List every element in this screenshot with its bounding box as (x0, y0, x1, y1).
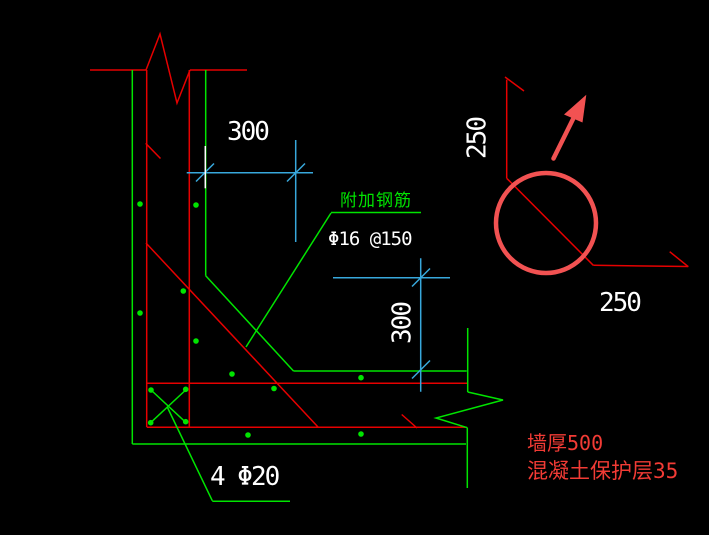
north-arrow-shaft (551, 109, 579, 161)
concrete-cover-note: 混凝土保护层35 (527, 459, 679, 483)
corner-diagonal-stub-upper (145, 142, 162, 160)
rebar-dot (182, 418, 189, 425)
detail-ref-diagonal (506, 177, 594, 266)
leader-corner-bars (166, 407, 213, 502)
dim-label-250-vertical: 250 (462, 118, 493, 159)
rebar-dot (245, 432, 251, 438)
rebar-dot (358, 374, 364, 381)
additional-corner-bar (205, 275, 295, 372)
wall-thickness-note: 墙厚500 (527, 431, 604, 455)
rebar-dot (137, 201, 143, 207)
dim-right-tick-top (411, 267, 431, 288)
rebar-dot (193, 202, 199, 208)
rebar-dot (180, 288, 187, 294)
north-arrow-head (564, 94, 587, 123)
break-line-right (433, 391, 504, 429)
rebar-dot (358, 431, 364, 437)
rebar-dot (271, 385, 277, 392)
dim-label-250-horizontal: 250 (599, 288, 642, 318)
dim-right-tick-bottom (411, 359, 431, 380)
dim-label-300-top: 300 (227, 117, 270, 147)
rebar-dot (182, 386, 189, 393)
corner-bar-spec-label: 4 Φ20 (210, 462, 280, 492)
break-line-top (145, 31, 191, 106)
leader-additional-rebar (245, 212, 332, 348)
corner-diagonal (145, 242, 319, 428)
corner-x-mark-2 (150, 389, 187, 423)
detail-circle (493, 170, 599, 276)
rebar-dot (147, 419, 154, 426)
additional-rebar-spec-label: Φ16 @150 (328, 228, 413, 250)
detail-ref-horizontal (593, 264, 689, 268)
additional-rebar-label: 附加钢筋 (340, 191, 412, 211)
corner-diagonal-stub-lower (401, 413, 418, 429)
detail-ref-tick-right (669, 251, 689, 268)
detail-ref-tick-top (504, 76, 525, 92)
rebar-dot (148, 387, 154, 393)
rebar-dot (229, 371, 235, 377)
rebar-dot (137, 310, 143, 316)
rebar-dot (193, 338, 199, 344)
dim-label-300-right: 300 (387, 303, 418, 344)
